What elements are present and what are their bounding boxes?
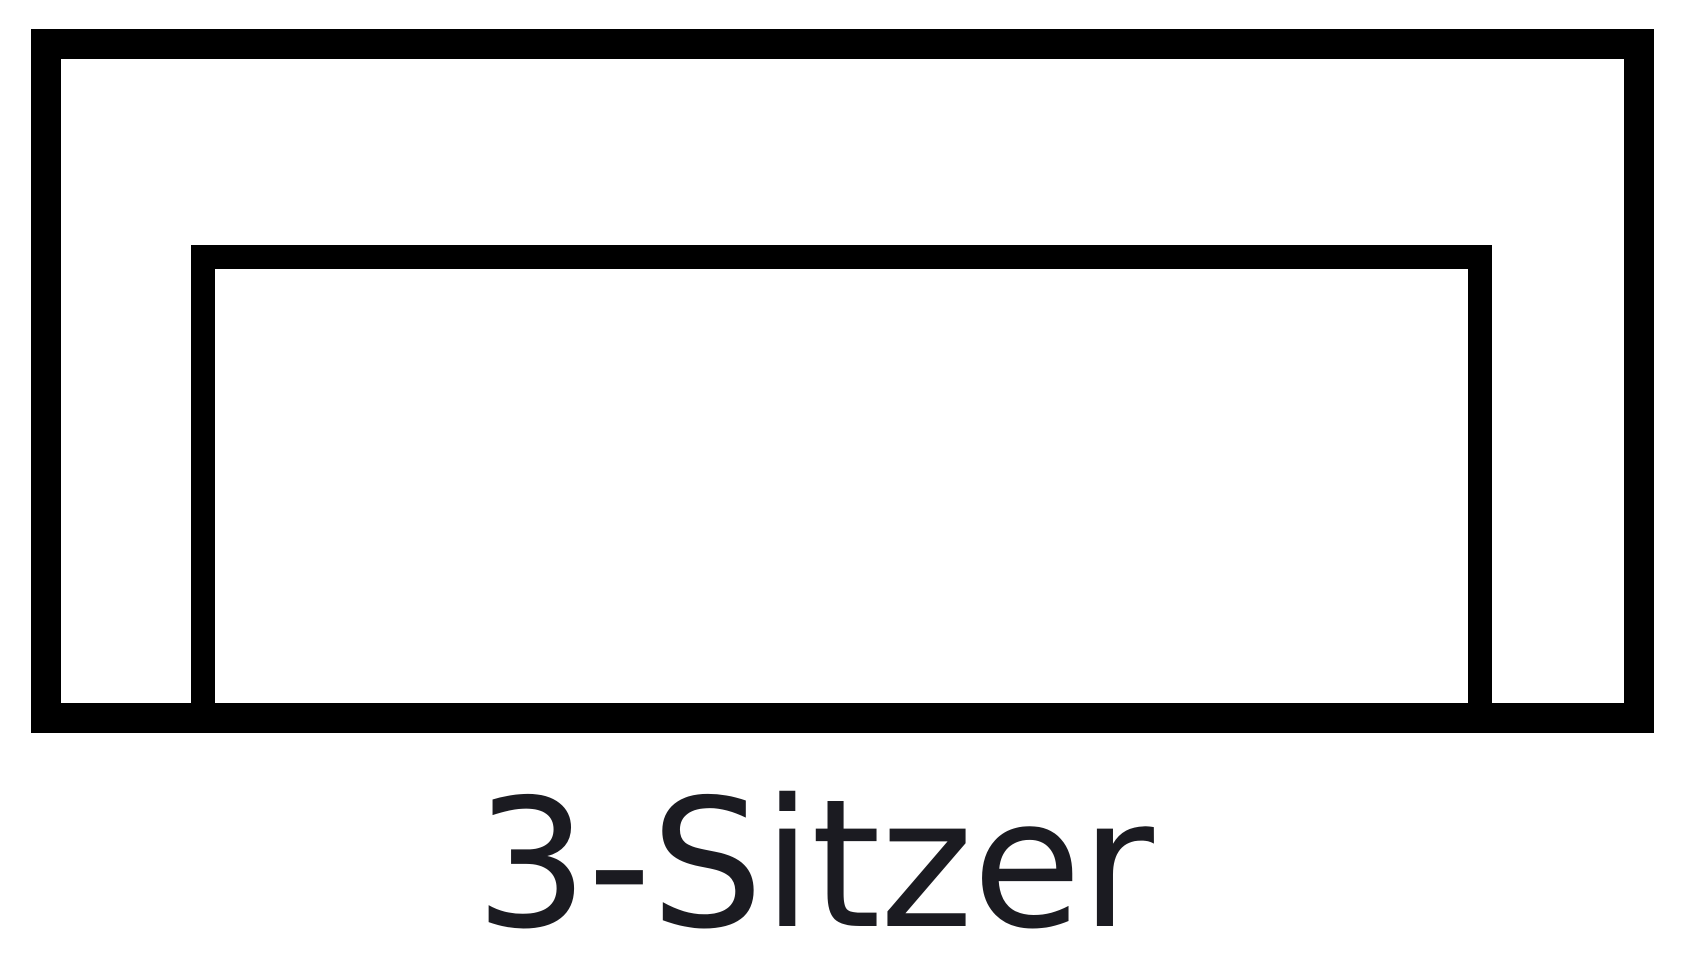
seat-count-label: 3-Sitzer xyxy=(0,770,1684,960)
sofa-seat-area xyxy=(191,245,1492,733)
seat-count-label-text: 3-Sitzer xyxy=(475,761,1154,968)
sofa-outer-frame xyxy=(31,29,1654,733)
sofa-3-seater-icon xyxy=(31,29,1654,733)
